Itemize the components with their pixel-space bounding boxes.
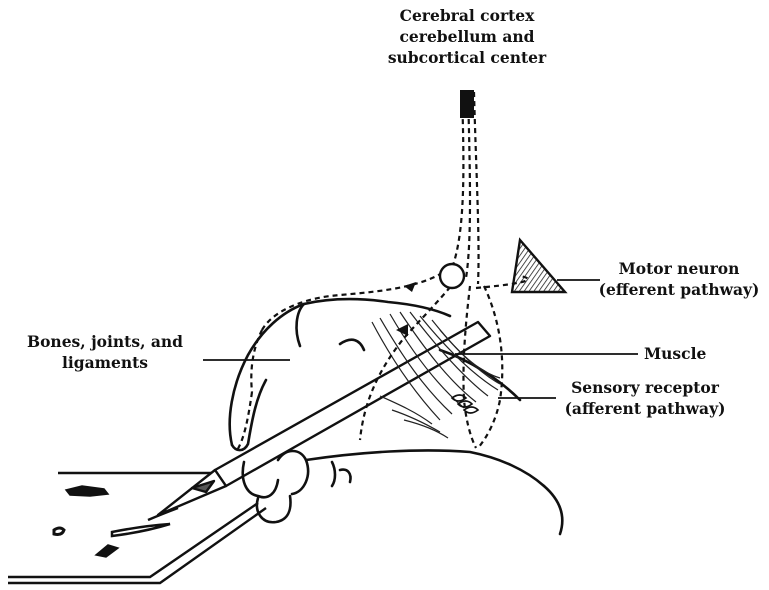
label-bones-line-1: Bones, joints, and [20,331,190,352]
label-bones-joints: Bones, joints, and ligaments [20,331,190,373]
label-sensory-line-2: (afferent pathway) [560,398,730,419]
label-brain-centers: Cerebral cortex cerebellum and subcortic… [372,5,562,68]
label-motor-line-1: Motor neuron [594,258,764,279]
label-muscle: Muscle [644,343,706,364]
motor-neuron-cell [512,240,565,292]
label-brain-line-1: Cerebral cortex [372,5,562,26]
hand [230,299,563,534]
label-sensory-receptor: Sensory receptor (afferent pathway) [560,377,730,419]
label-sensory-line-1: Sensory receptor [560,377,730,398]
label-motor-neuron: Motor neuron (efferent pathway) [594,258,764,300]
handwriting-marks [54,486,178,557]
ganglion-circle [440,264,464,288]
label-brain-line-3: subcortical center [372,47,562,68]
nerve-bundle-top [460,90,474,118]
label-brain-line-2: cerebellum and [372,26,562,47]
label-bones-line-2: ligaments [20,352,190,373]
label-muscle-line-1: Muscle [644,343,706,364]
label-motor-line-2: (efferent pathway) [594,279,764,300]
